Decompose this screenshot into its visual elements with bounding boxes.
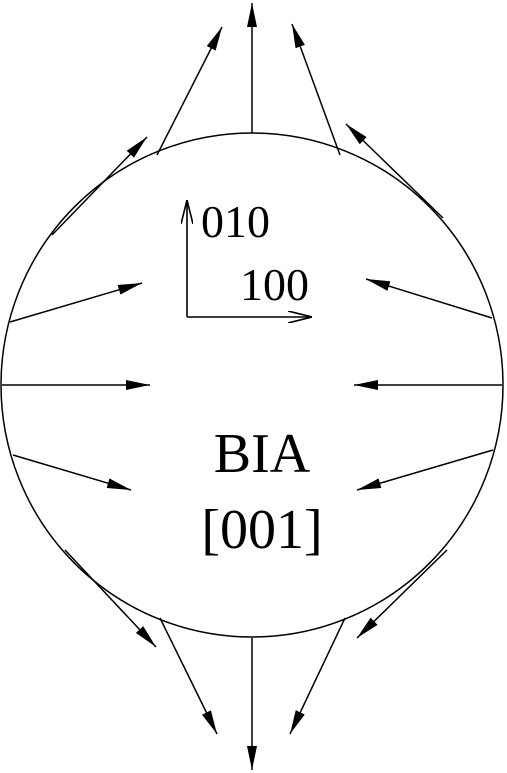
diagram-title: BIA [214,423,311,485]
arrow-lower-right-outer [356,549,448,639]
arrow-mid-left-upper [9,282,143,323]
arrow-upper-left-outer [51,136,148,236]
arrow-bottom-left [159,617,218,735]
arrow-upper-right-outer [345,123,444,219]
arrow-bottom-right [289,617,346,735]
coordinate-axes [187,200,312,317]
arrow-lower-left-outer [64,549,157,648]
arrow-top-left [156,26,223,156]
arrow-mid-right-lower [356,449,494,491]
diagram-subtitle: [001] [201,499,322,561]
axis-label-010: 010 [201,196,270,247]
field-arrows [2,3,502,770]
arrow-top-right [291,23,341,156]
arrow-mid-right-upper [365,278,493,319]
arrow-mid-left-lower [12,454,132,491]
axis-label-100: 100 [240,259,309,310]
